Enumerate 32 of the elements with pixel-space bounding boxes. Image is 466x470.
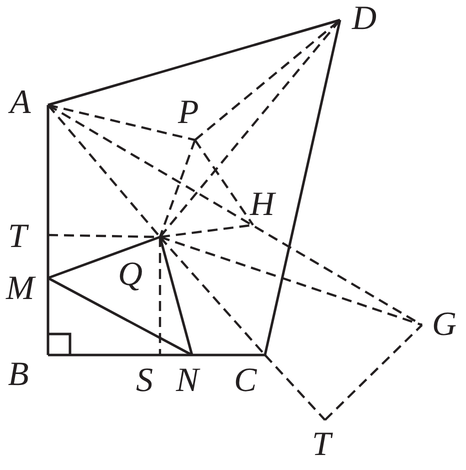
dashed-line	[158, 237, 162, 355]
line-segment	[192, 354, 265, 356]
dashed-line	[264, 354, 326, 421]
line-segment	[264, 20, 342, 356]
line-segment	[48, 354, 160, 356]
point-label: N	[176, 364, 199, 398]
point-label: A	[10, 86, 31, 120]
line-segment	[46, 235, 50, 278]
point-label: T	[8, 220, 27, 254]
dashed-line	[47, 104, 161, 238]
line-segment	[48, 18, 340, 106]
point-label: B	[8, 358, 29, 392]
dashed-line	[160, 236, 422, 326]
point-label: T	[312, 428, 331, 462]
dashed-line	[47, 104, 423, 326]
point-label: P	[178, 96, 199, 130]
line-segment	[47, 276, 193, 356]
point-label: M	[6, 272, 34, 306]
dashed-line	[194, 139, 254, 226]
line-segment	[46, 278, 50, 355]
point-label: D	[352, 2, 377, 36]
point-label: H	[250, 188, 275, 222]
dashed-line	[324, 324, 423, 421]
point-label: G	[432, 308, 457, 342]
line-segment	[160, 354, 192, 356]
point-label: S	[136, 364, 153, 398]
line-segment	[46, 105, 50, 235]
point-label: C	[234, 364, 257, 398]
dashed-line	[159, 19, 341, 238]
line-segment	[48, 236, 160, 280]
dashed-line	[158, 140, 196, 238]
point-label: Q	[118, 258, 143, 292]
